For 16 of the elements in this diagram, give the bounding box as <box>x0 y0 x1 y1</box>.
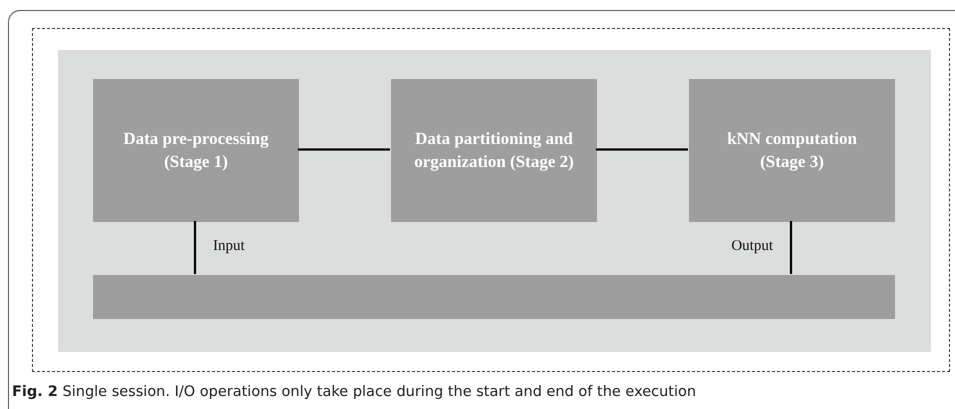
connector-line <box>790 221 792 274</box>
dashed-boundary <box>32 28 950 372</box>
process-box <box>689 79 895 222</box>
connector-line <box>194 221 196 274</box>
process-box <box>391 79 597 222</box>
edge-label: Output <box>731 238 773 254</box>
storage-bar <box>93 275 895 319</box>
box-label: Data pre-processing (Stage 1) <box>122 128 270 173</box>
edge-label: Input <box>213 238 245 254</box>
box-label: kNN computation (Stage 3) <box>726 128 858 173</box>
box-label: Data partitioning and organization (Stage 2) <box>413 128 575 173</box>
process-box <box>93 79 299 222</box>
connector-line <box>596 148 688 151</box>
connector-line <box>298 148 390 151</box>
panel-background <box>58 50 931 352</box>
figure-caption: Fig. 2 Single session. I/O operations only take place during the start and end of the execution <box>12 384 696 400</box>
